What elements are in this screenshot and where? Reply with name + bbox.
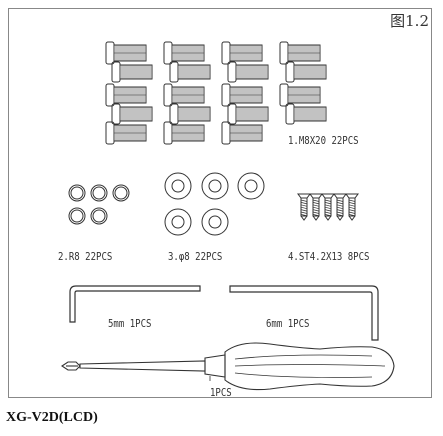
ring <box>68 207 86 225</box>
hex-key-6mm <box>229 285 379 341</box>
bolt <box>279 41 321 65</box>
ring <box>90 207 108 225</box>
bolt <box>105 83 147 107</box>
bolts-group <box>105 41 327 145</box>
screwdriver <box>61 342 395 391</box>
bolt <box>279 83 321 107</box>
washer <box>237 172 265 200</box>
hex-key-5mm <box>69 285 201 323</box>
washers-label: 3.φ8 22PCS <box>168 250 223 263</box>
bolt <box>221 83 263 107</box>
bolts-label: 1.M8X20 22PCS <box>288 134 359 147</box>
bolt <box>221 41 263 65</box>
bolt <box>221 121 263 145</box>
rings-label: 2.R8 22PCS <box>58 250 113 263</box>
rings-group <box>68 184 130 225</box>
washer <box>201 172 229 200</box>
washer <box>164 208 192 236</box>
bolt <box>111 61 153 83</box>
ring <box>112 184 130 202</box>
hex-key-6mm-label: 6mm 1PCS <box>266 317 310 330</box>
screw <box>297 193 311 221</box>
figure-number: 图1.2 <box>390 12 429 30</box>
screw <box>309 193 323 221</box>
ring <box>90 184 108 202</box>
bolt <box>163 41 205 65</box>
screw <box>333 193 347 221</box>
screws-group <box>297 193 359 221</box>
bolt <box>285 103 327 125</box>
screwdriver-label: 1PCS <box>210 386 232 399</box>
ring <box>68 184 86 202</box>
hex-key-5mm-label: 5mm 1PCS <box>108 317 152 330</box>
figure-frame <box>8 8 432 398</box>
washer <box>164 172 192 200</box>
bolt <box>163 83 205 107</box>
washer <box>201 208 229 236</box>
bolt <box>105 41 147 65</box>
bolt <box>111 103 153 125</box>
screw <box>345 193 359 221</box>
bolt <box>163 121 205 145</box>
washers-group <box>164 172 265 236</box>
bolt <box>285 61 327 83</box>
bolt <box>105 121 147 145</box>
bolt <box>169 61 211 83</box>
bolt <box>169 103 211 125</box>
screws-label: 4.ST4.2X13 8PCS <box>288 250 370 263</box>
bolt <box>227 61 269 83</box>
screw <box>321 193 335 221</box>
model-name: XG-V2D(LCD) <box>6 410 98 425</box>
bolt <box>227 103 269 125</box>
